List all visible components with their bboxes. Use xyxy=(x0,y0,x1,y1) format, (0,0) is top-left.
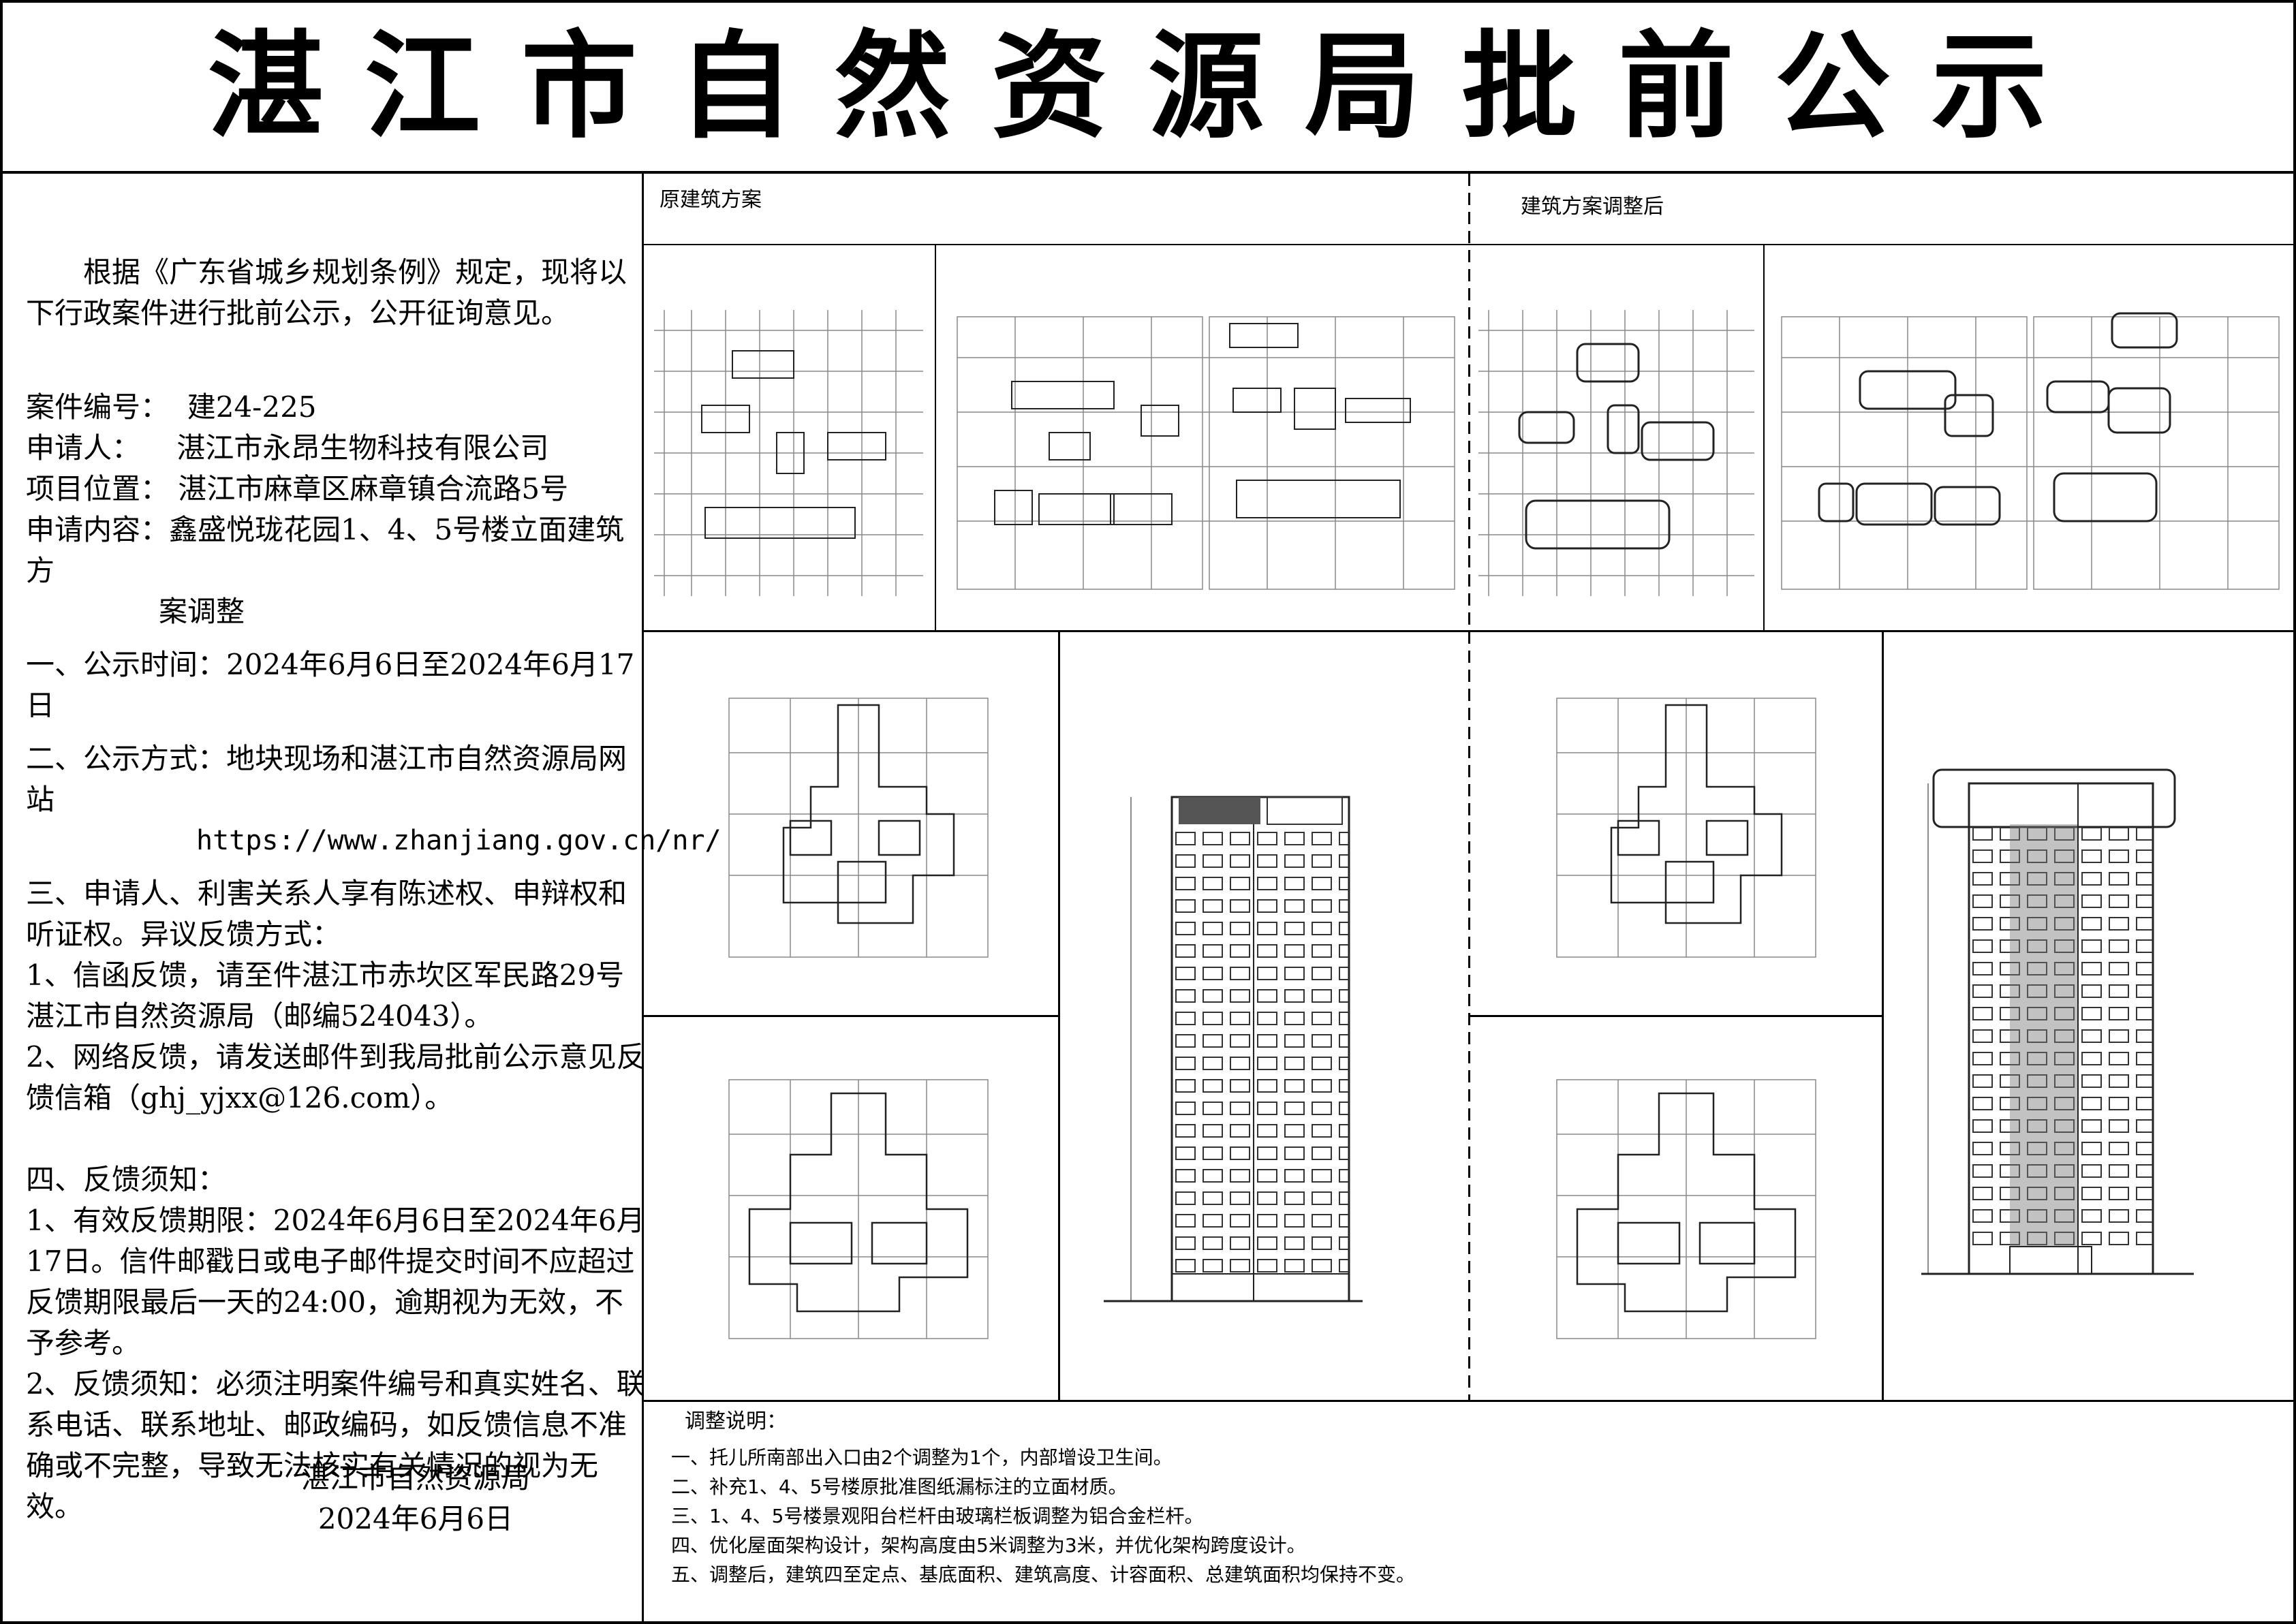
divider-adjusted-plans xyxy=(1468,1015,1882,1017)
divider-drawing-header xyxy=(642,244,2296,245)
adjusted-floor-plan-upper xyxy=(1556,698,1816,958)
original-floor-plan-lower xyxy=(728,1079,989,1339)
note-item-3: 三、1、4、5号楼景观阳台栏杆由玻璃栏板调整为铝合金栏杆。 xyxy=(671,1505,1204,1527)
adjusted-site-plan-a xyxy=(1478,310,1754,596)
notice-text: 根据《广东省城乡规划条例》规定，现将以下行政案件进行批前公示，公开征询意见。 案… xyxy=(26,252,722,1527)
content-label: 申请内容： xyxy=(26,513,170,546)
title-bar xyxy=(0,0,2296,174)
note-item-1: 一、托儿所南部出入口由2个调整为1个，内部增设卫生间。 xyxy=(671,1446,1173,1469)
notes-title: 调整说明： xyxy=(685,1409,787,1433)
applicant-label: 申请人： xyxy=(26,431,141,465)
applicant-value: 湛江市永昂生物科技有限公司 xyxy=(176,431,549,465)
adjusted-floor-plans xyxy=(1781,312,2280,590)
note-item-4: 四、优化屋面架构设计，架构高度由5米调整为3米，并优化架构跨度设计。 xyxy=(671,1534,1306,1557)
original-elevation xyxy=(1104,796,1363,1302)
divider-original-top xyxy=(935,244,936,630)
divider-adjusted-top xyxy=(1763,244,1765,630)
notice-heading: 四、反馈须知： xyxy=(26,1163,227,1196)
website-link[interactable]: https://www.zhanjiang.gov.cn/nr/ xyxy=(196,825,722,856)
page-title: 湛江市自然资源局批前公示 xyxy=(207,20,2088,155)
mail-feedback-text: 1、信函反馈，请至件湛江市赤坎区军民路29号湛江市自然资源局（邮编524043）… xyxy=(26,958,625,1033)
content-row: 申请内容：鑫盛悦珑花园1、4、5号楼立面建筑方 xyxy=(26,510,646,591)
location-row: 项目位置： 湛江市麻章区麻章镇合流路5号 xyxy=(26,469,646,510)
original-scheme-label: 原建筑方案 xyxy=(660,188,762,212)
case-number-value: 建24-225 xyxy=(187,390,317,424)
divider-original-adjusted xyxy=(1468,174,1470,1400)
original-floor-plans xyxy=(957,316,1455,590)
method-text: 二、公示方式：地块现场和湛江市自然资源局网站 xyxy=(26,742,627,816)
content-value-cont: 案调整 xyxy=(159,595,245,628)
case-number-label: 案件编号： xyxy=(26,390,170,424)
content-value: 鑫盛悦珑花园1、4、5号楼立面建筑方 xyxy=(26,513,625,587)
adjusted-floor-plan-lower xyxy=(1556,1079,1816,1339)
divider-original-plans xyxy=(642,1015,1058,1017)
notice-item-2: 2、反馈须知：必须注明案件编号和真实姓名、联系电话、联系地址、邮政编码，如反馈信… xyxy=(26,1367,645,1523)
signature-date: 2024年6月6日 xyxy=(317,1502,514,1535)
divider-left-column xyxy=(642,174,644,1624)
intro-text: 根据《广东省城乡规划条例》规定，现将以下行政案件进行批前公示，公开征询意见。 xyxy=(26,255,627,330)
signature-org: 湛江市自然资源局 xyxy=(300,1461,530,1495)
adjusted-elevation xyxy=(1921,768,2194,1275)
adjusted-scheme-label: 建筑方案调整后 xyxy=(1521,195,1664,219)
period-text: 一、公示时间：2024年6月6日至2024年6月17日 xyxy=(26,648,635,722)
notice-item-1: 1、有效反馈期限：2024年6月6日至2024年6月17日。信件邮戳日或电子邮件… xyxy=(26,1204,645,1360)
divider-original-floorplan-elevation xyxy=(1058,630,1060,1400)
original-site-plan-a xyxy=(654,310,923,596)
email-feedback-text: 2、网络反馈，请发送邮件到我局批前公示意见反馈信箱（ghj_yjxx@126.c… xyxy=(26,1040,645,1114)
applicant-row: 申请人： 湛江市永昂生物科技有限公司 xyxy=(26,428,646,469)
divider-notes xyxy=(642,1400,2296,1402)
location-label: 项目位置： xyxy=(26,472,170,505)
adjustment-notes: 调整说明： 一、托儿所南部出入口由2个调整为1个，内部增设卫生间。 二、补充1、… xyxy=(671,1407,2272,1589)
location-value: 湛江市麻章区麻章镇合流路5号 xyxy=(178,472,569,505)
note-item-5: 五、调整后，建筑四至定点、基底面积、建筑高度、计容面积、总建筑面积均保持不变。 xyxy=(671,1563,1416,1586)
rights-text: 三、申请人、利害关系人享有陈述权、申辩权和听证权。异议反馈方式： xyxy=(26,877,627,951)
original-floor-plan-upper xyxy=(728,698,989,958)
divider-adjusted-floorplan-elevation xyxy=(1882,630,1884,1400)
case-number-row: 案件编号： 建24-225 xyxy=(26,387,646,428)
note-item-2: 二、补充1、4、5号楼原批准图纸漏标注的立面材质。 xyxy=(671,1475,1128,1498)
